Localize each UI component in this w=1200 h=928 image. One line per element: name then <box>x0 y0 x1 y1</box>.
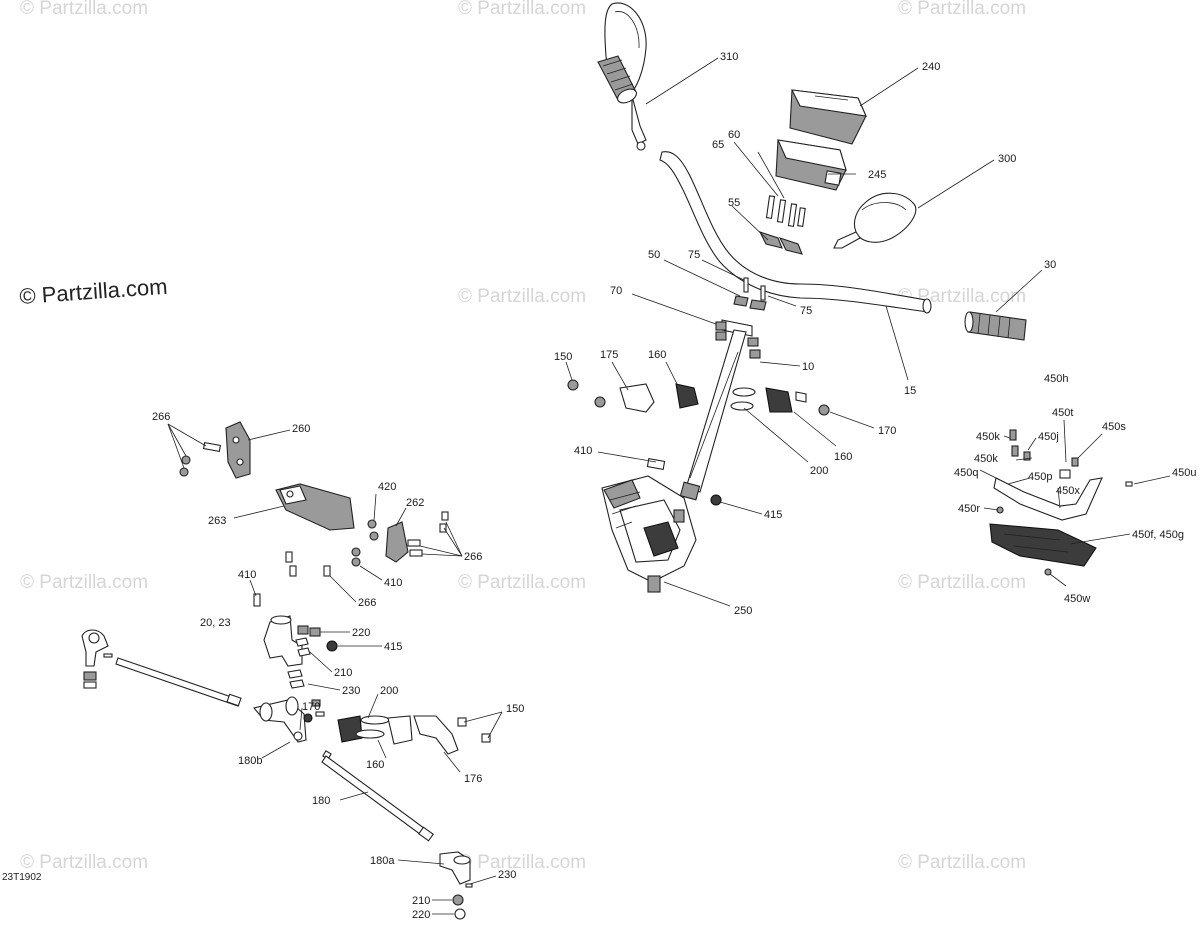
callout-266: 266 <box>464 551 482 563</box>
callout-180b: 180b <box>238 755 262 767</box>
callout-420: 420 <box>378 481 396 493</box>
watermark-main: © Partzilla.com <box>19 274 169 309</box>
callout-220: 220 <box>352 627 370 639</box>
mirror-right <box>833 192 917 249</box>
callout-30: 30 <box>1044 259 1056 271</box>
callout-70: 70 <box>610 285 622 297</box>
bracket-260 <box>179 421 251 479</box>
bracket-262 <box>253 511 449 607</box>
callout-266: 266 <box>152 411 170 423</box>
diagram-code: 23T1902 <box>2 872 42 883</box>
callout-150: 150 <box>554 351 572 363</box>
watermark-text: © Partzilla.com <box>20 852 148 873</box>
callout-450h: 450h <box>1044 373 1068 385</box>
watermark-text: © Partzilla.com <box>898 572 1026 593</box>
hand-grip-left <box>597 55 637 104</box>
callout-415: 415 <box>384 641 402 653</box>
callout-15: 15 <box>904 385 916 397</box>
callout-450p: 450p <box>1028 471 1052 483</box>
power-steering-unit <box>601 475 697 593</box>
callout-300: 300 <box>998 153 1016 165</box>
callout-266: 266 <box>358 597 376 609</box>
callout-200: 200 <box>380 685 398 697</box>
column-bushing-bracket <box>567 379 830 506</box>
watermark-text: © Partzilla.com <box>20 0 148 19</box>
callout-170: 170 <box>302 701 320 713</box>
callout-75: 75 <box>688 249 700 261</box>
watermark-layer: © Partzilla.com © Partzilla.com © Partzi… <box>19 0 1026 873</box>
callout-175: 175 <box>600 349 618 361</box>
callout-245: 245 <box>868 169 886 181</box>
callout-labels: 310 240 60 65 245 300 55 50 75 75 70 30 … <box>152 51 1196 921</box>
callout-20-23: 20, 23 <box>200 617 231 629</box>
watermark-text: © Partzilla.com <box>20 572 148 593</box>
watermark-text: © Partzilla.com <box>898 0 1026 19</box>
watermark-text: © Partzilla.com <box>458 286 586 307</box>
callout-450k: 450k <box>976 431 1000 443</box>
callout-450u: 450u <box>1172 467 1196 479</box>
callout-230: 230 <box>342 685 360 697</box>
callout-176: 176 <box>464 773 482 785</box>
watermark-text: © Partzilla.com <box>898 852 1026 873</box>
callout-240: 240 <box>922 61 940 73</box>
tie-rod-180 <box>321 755 434 842</box>
callout-450w: 450w <box>1064 593 1090 605</box>
callout-310: 310 <box>720 51 738 63</box>
tie-rod-180b <box>115 657 242 707</box>
leader-lines <box>167 57 1171 915</box>
callout-210: 210 <box>412 895 430 907</box>
callout-160: 160 <box>834 451 852 463</box>
callout-200: 200 <box>810 465 828 477</box>
hand-grip-right <box>964 311 1027 341</box>
tie-rod-end-left <box>81 629 113 689</box>
callout-410: 410 <box>384 577 402 589</box>
callout-230: 230 <box>498 869 516 881</box>
callout-450r: 450r <box>958 503 980 515</box>
handlebar-clamp-bolts <box>758 195 806 255</box>
callout-210: 210 <box>334 667 352 679</box>
callout-410: 410 <box>574 445 592 457</box>
callout-10: 10 <box>802 361 814 373</box>
callout-160: 160 <box>366 759 384 771</box>
callout-220: 220 <box>412 909 430 921</box>
callout-65: 65 <box>712 139 724 151</box>
callout-450j: 450j <box>1038 431 1059 443</box>
callout-410: 410 <box>238 569 256 581</box>
watermark-text: © Partzilla.com <box>458 572 586 593</box>
steering-knuckle-180b <box>253 696 332 760</box>
callout-60: 60 <box>728 129 740 141</box>
callout-450f-450g: 450f, 450g <box>1132 529 1184 541</box>
callout-415: 415 <box>764 509 782 521</box>
bushing-set-lower <box>337 715 491 755</box>
callout-250: 250 <box>734 605 752 617</box>
callout-450q: 450q <box>954 467 978 479</box>
handlebar <box>659 151 932 314</box>
watermark-text: © Partzilla.com <box>458 0 586 19</box>
hand-guard <box>989 429 1133 576</box>
callout-180: 180 <box>312 795 330 807</box>
tie-rod-end-180a <box>439 851 473 920</box>
callout-450s: 450s <box>1102 421 1126 433</box>
handlebar-pad-upper <box>789 89 867 145</box>
callout-262: 262 <box>406 497 424 509</box>
watermark-text: © Partzilla.com <box>458 852 586 873</box>
callout-55: 55 <box>728 197 740 209</box>
callout-450x: 450x <box>1056 485 1080 497</box>
callout-260: 260 <box>292 423 310 435</box>
callout-75: 75 <box>800 305 812 317</box>
callout-160: 160 <box>648 349 666 361</box>
bracket-263 <box>275 483 355 531</box>
steering-column <box>679 277 767 501</box>
callout-150: 150 <box>506 703 524 715</box>
callout-170: 170 <box>878 425 896 437</box>
callout-450k: 450k <box>974 453 998 465</box>
callout-450t: 450t <box>1052 407 1073 419</box>
callout-50: 50 <box>648 249 660 261</box>
steering-arm-20-23 <box>263 615 338 689</box>
callout-180a: 180a <box>370 855 395 867</box>
handlebar-pad-lower <box>775 139 847 191</box>
callout-263: 263 <box>208 515 226 527</box>
